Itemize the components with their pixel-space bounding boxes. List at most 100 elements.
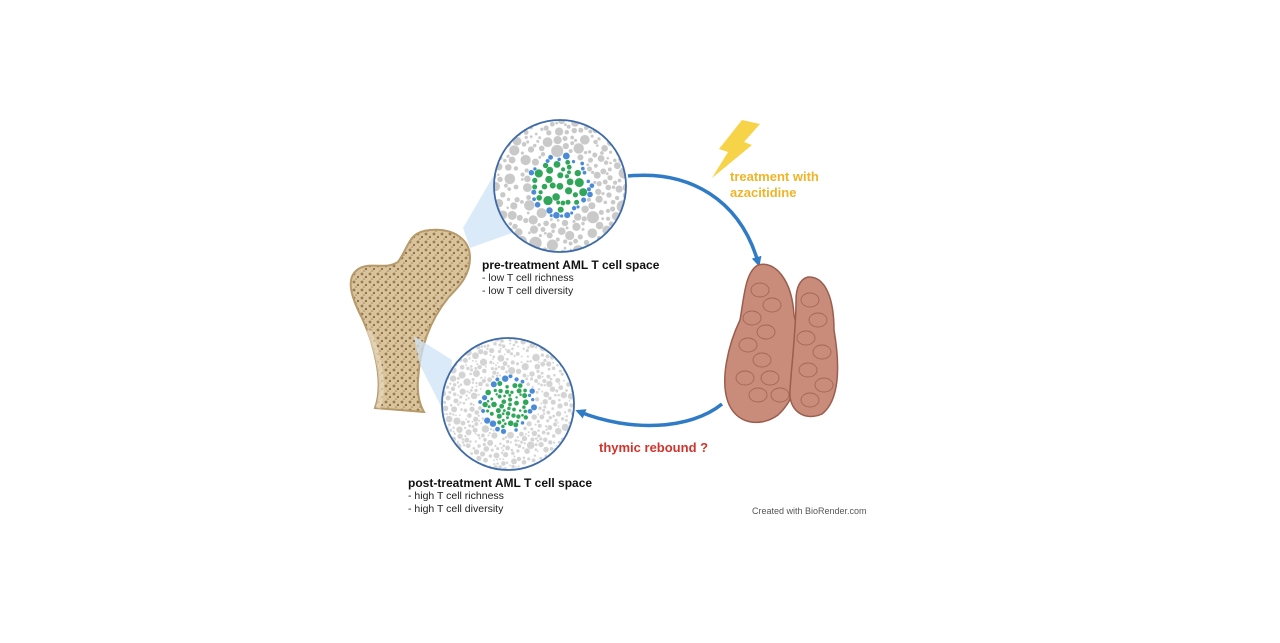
cell-dot — [578, 187, 588, 197]
cell-dot — [553, 393, 558, 398]
cell-dot — [549, 377, 553, 381]
cell-dot — [536, 439, 540, 443]
cell-dot — [492, 362, 495, 365]
cell-dot — [540, 226, 546, 233]
cell-dot — [536, 450, 539, 453]
cell-dot — [474, 381, 478, 385]
cell-dot — [591, 152, 598, 158]
cell-dot — [512, 421, 519, 428]
cell-dot — [516, 387, 522, 394]
cell-dot — [567, 408, 572, 413]
cell-dot — [495, 446, 500, 451]
cell-dot — [493, 444, 497, 448]
cell-dot — [569, 210, 574, 215]
cell-dot — [545, 206, 554, 215]
cell-dot — [531, 158, 540, 167]
cell-dot — [475, 384, 478, 388]
cell-dot — [587, 157, 594, 164]
cell-dot — [531, 414, 538, 421]
cell-dot — [476, 433, 481, 438]
cell-dot — [517, 465, 520, 468]
cell-dot — [543, 125, 550, 132]
cell-dot — [451, 426, 456, 430]
cell-dot — [449, 403, 453, 407]
cell-dot — [502, 394, 507, 398]
cell-dot — [488, 360, 493, 365]
cell-dot — [505, 439, 510, 444]
cell-dot — [460, 420, 466, 426]
cell-dot — [501, 418, 506, 423]
cell-dot — [452, 392, 457, 397]
thymic-rebound-label: thymic rebound ? — [599, 440, 709, 455]
cell-dot — [508, 468, 515, 470]
cell-dot — [518, 408, 522, 413]
cell-dot — [564, 418, 569, 423]
cell-dot — [529, 427, 534, 431]
cell-dot — [521, 446, 525, 450]
cell-dot — [538, 436, 543, 441]
cell-dot — [495, 392, 499, 396]
cell-dot — [579, 161, 585, 166]
cell-dot — [477, 405, 483, 411]
cell-dot — [517, 382, 523, 389]
cell-dot — [508, 144, 520, 156]
cell-dot — [526, 359, 530, 364]
cell-dot — [510, 464, 516, 469]
cell-dot — [541, 183, 548, 190]
cell-dot — [587, 128, 593, 134]
cell-dot — [506, 206, 510, 210]
cell-dot — [522, 373, 527, 378]
post-treatment-cell-space — [441, 337, 575, 471]
cell-dot — [511, 407, 517, 412]
cell-dot — [535, 390, 539, 395]
cell-dot — [541, 408, 546, 413]
cell-dot — [539, 456, 543, 461]
cell-dot — [531, 458, 536, 463]
pre-treatment-cell-space — [493, 119, 627, 253]
cell-dot — [554, 418, 558, 423]
cell-dot — [504, 163, 512, 172]
cell-dot — [523, 441, 527, 445]
cell-dot — [526, 382, 531, 387]
cell-dot — [481, 368, 487, 374]
cell-dot — [564, 129, 570, 135]
cell-dot — [529, 225, 539, 235]
cell-dot — [552, 211, 561, 220]
lightning-bolt-icon — [712, 120, 760, 178]
cell-dot — [563, 410, 567, 414]
cell-dot — [613, 161, 622, 170]
cell-dot — [473, 366, 478, 371]
cell-dot — [485, 382, 490, 388]
cell-dot — [514, 376, 520, 382]
cell-dot — [554, 427, 562, 435]
cell-dot — [496, 176, 504, 183]
cell-dot — [544, 424, 548, 428]
cell-dot — [457, 433, 464, 440]
cell-dot — [549, 446, 554, 452]
cell-dot — [580, 166, 586, 171]
cell-dot — [523, 447, 531, 455]
cell-dot — [486, 343, 490, 348]
cell-dot — [482, 437, 488, 443]
cell-dot — [542, 162, 549, 169]
cell-dot — [537, 387, 541, 391]
cell-dot — [546, 410, 551, 415]
cell-dot — [513, 354, 517, 358]
cell-dot — [562, 142, 570, 150]
cell-dot — [467, 396, 471, 400]
cell-dot — [541, 378, 547, 384]
cell-dot — [486, 439, 494, 447]
cell-dot — [606, 156, 610, 160]
cell-dot — [551, 366, 556, 371]
cell-dot — [565, 225, 569, 230]
cell-dot — [534, 396, 540, 402]
cell-dot — [472, 446, 476, 451]
cell-dot — [505, 348, 511, 354]
cell-dot — [595, 195, 604, 204]
cell-dot — [507, 210, 518, 221]
cell-dot — [473, 421, 479, 427]
cell-dot — [491, 354, 496, 359]
cell-dot — [577, 233, 584, 240]
cell-dot — [458, 395, 463, 400]
cell-dot — [556, 171, 564, 179]
